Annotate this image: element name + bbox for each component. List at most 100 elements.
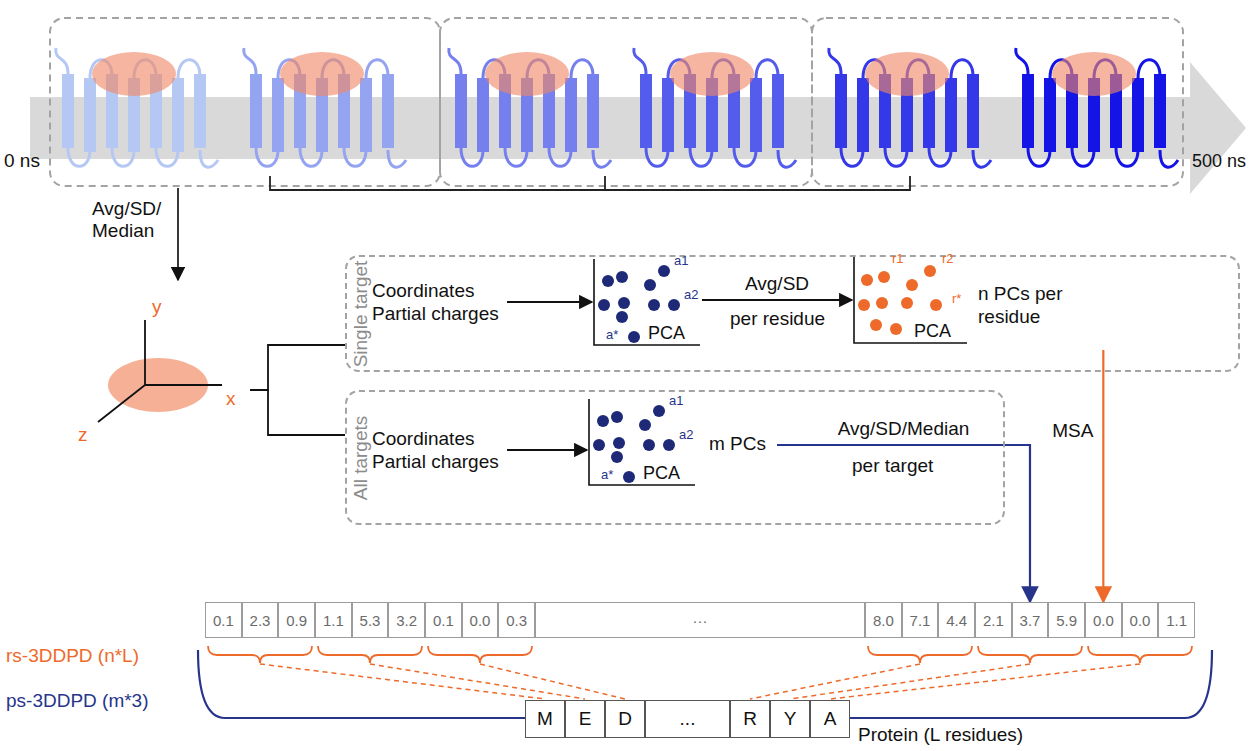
data-point <box>618 297 630 309</box>
data-point <box>616 271 628 283</box>
value-cell: 2.1 <box>975 602 1012 638</box>
axis-label: x <box>226 388 236 411</box>
value-cell: 3.2 <box>388 602 425 638</box>
receptor-snapshots <box>56 48 1178 167</box>
receptor <box>449 48 611 167</box>
data-point <box>663 439 675 451</box>
plot-label: a* <box>601 467 613 483</box>
receptor <box>634 48 796 167</box>
connector <box>507 449 587 451</box>
pocket-ellipse <box>865 52 949 96</box>
terminus <box>593 150 611 167</box>
plot-label: PCA <box>648 323 685 345</box>
helix <box>565 78 577 152</box>
loop <box>571 60 593 78</box>
cell-value: 3.2 <box>396 612 417 629</box>
cell-value: 2.1 <box>983 612 1004 629</box>
data-point <box>653 405 665 417</box>
value-cell: 4.4 <box>938 602 975 638</box>
brace <box>978 646 1082 663</box>
residue-letter: M <box>537 708 553 730</box>
mapping-line <box>750 664 920 699</box>
helix <box>194 74 206 148</box>
step-label: per residue <box>730 308 825 330</box>
helix <box>835 74 847 148</box>
plot-label: a2 <box>684 287 698 303</box>
terminus <box>449 48 461 74</box>
rs-braces <box>208 646 1192 699</box>
helix <box>477 78 489 152</box>
value-cell: 3.7 <box>1012 602 1049 638</box>
pocket-ellipse <box>670 52 754 96</box>
plot-label: a1 <box>669 393 683 409</box>
average-arrow <box>177 188 179 280</box>
data-point <box>644 279 656 291</box>
cell-value: 0.0 <box>470 612 491 629</box>
receptor <box>829 48 991 167</box>
loop <box>178 60 200 78</box>
data-point <box>643 439 655 451</box>
plot-axes <box>854 257 967 343</box>
pocket-ellipse <box>280 52 364 96</box>
value-cell: 5.3 <box>352 602 389 638</box>
data-point <box>623 471 635 483</box>
edge-label: Avg/SD/Median <box>838 418 970 440</box>
terminus <box>1016 48 1028 74</box>
terminus <box>1160 150 1178 167</box>
loop <box>734 148 756 166</box>
loop <box>505 148 527 166</box>
data-point <box>648 299 660 311</box>
cell-value: 0.9 <box>286 612 307 629</box>
helix <box>857 78 869 152</box>
cell-value: 4.4 <box>946 612 967 629</box>
value-cell: 0.3 <box>498 602 535 638</box>
residue-letter: Y <box>784 708 797 730</box>
loop <box>690 148 712 166</box>
plot-label: r2 <box>942 251 954 267</box>
loop <box>1072 148 1094 166</box>
window-box <box>50 18 440 186</box>
loop <box>1138 60 1160 78</box>
plot-label: a1 <box>674 253 688 269</box>
value-cell: 0.9 <box>278 602 315 638</box>
cell-value: 0.3 <box>506 612 527 629</box>
connector <box>1102 350 1104 602</box>
plot-label: r* <box>952 291 961 307</box>
terminus <box>634 48 646 74</box>
value-cell: 1.1 <box>315 602 352 638</box>
input-text: Coordinates Partial charges <box>372 427 507 473</box>
cell-value: 2.3 <box>250 612 271 629</box>
brace <box>868 646 972 663</box>
cell-value: 1.1 <box>1166 612 1187 629</box>
descriptor-name: ps-3DDPD (m*3) <box>6 690 149 712</box>
helix <box>1044 78 1056 152</box>
cell-value: 7.1 <box>910 612 931 629</box>
residue-letter: E <box>579 708 592 730</box>
terminus <box>973 150 991 167</box>
input-label: Coordinates Partial charges <box>372 427 507 473</box>
data-point <box>597 415 609 427</box>
residue-cell: R <box>730 700 770 738</box>
data-point <box>616 311 628 323</box>
receptor <box>1016 48 1178 167</box>
helix <box>382 74 394 148</box>
window-bracket <box>270 176 910 190</box>
pca-plot: a1a2a*PCA <box>592 257 702 349</box>
plot-label: r1 <box>892 251 904 267</box>
connector <box>250 390 345 435</box>
loop <box>929 148 951 166</box>
helix <box>662 78 674 152</box>
data-point <box>611 451 623 463</box>
plot-label: a* <box>606 327 618 343</box>
window-box <box>812 18 1183 186</box>
loop <box>646 148 668 166</box>
terminus <box>829 48 841 74</box>
helix <box>250 74 262 148</box>
cell-value: 0.0 <box>1093 612 1114 629</box>
helix <box>455 74 467 148</box>
axis-label: z <box>78 424 88 447</box>
helix <box>84 78 96 152</box>
plot-label: a2 <box>679 427 693 443</box>
data-point <box>668 299 680 311</box>
pocket-ellipse <box>1052 52 1136 96</box>
